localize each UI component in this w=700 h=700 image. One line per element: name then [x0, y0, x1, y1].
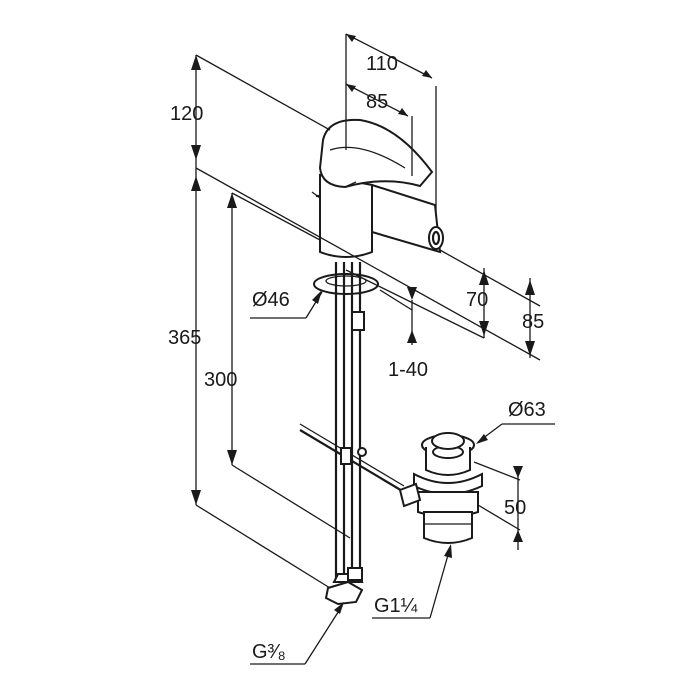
dimension-labels: 110 85 120 Ø46 70 85 1-40 365 300 Ø63 50…: [168, 53, 546, 663]
dim-85-outlet: 85: [522, 311, 544, 333]
faucet: [311, 118, 444, 606]
dim-50: 50: [504, 497, 526, 519]
dim-300: 300: [204, 369, 237, 391]
dim-120: 120: [170, 103, 203, 125]
dim-1-40: 1-40: [388, 359, 428, 381]
dimension-lines: [191, 33, 555, 665]
dim-85-lever: 85: [366, 91, 388, 113]
dim-70: 70: [466, 289, 488, 311]
pop-up-rod: [299, 423, 405, 493]
dim-diameter-46: Ø46: [252, 289, 290, 311]
dim-365: 365: [168, 327, 201, 349]
dim-g3-8: G³⁄₈: [252, 641, 286, 663]
waste-valve: [398, 432, 483, 544]
dim-g1-quarter: G1¼: [374, 595, 418, 617]
dim-diameter-63: Ø63: [508, 399, 546, 421]
dim-110: 110: [366, 53, 398, 75]
